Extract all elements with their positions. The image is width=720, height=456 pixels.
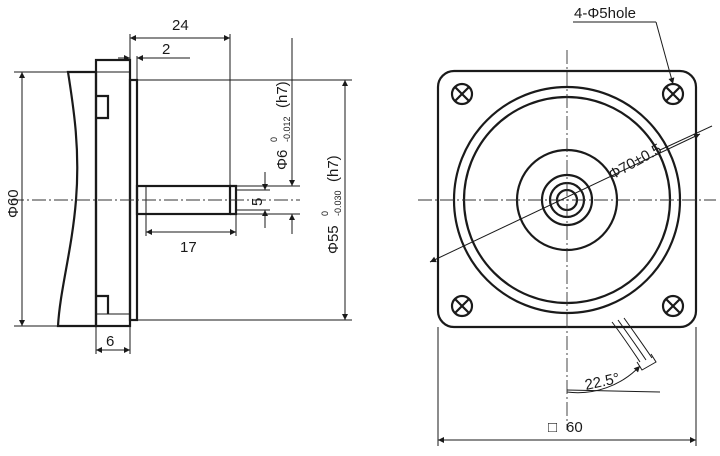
dim-phi60: Φ60: [5, 189, 22, 218]
dim-phi70: Φ70±0.5: [606, 141, 665, 184]
dim-phi6-upper: 0: [269, 137, 279, 142]
motor-body-outline: [56, 70, 98, 328]
hole-callout: 4-Φ5hole: [574, 5, 636, 22]
front-view: Φ70±0.5 4-Φ5hole 22.5° □ 60: [418, 5, 716, 446]
side-view: 24 2 Φ60 6 17 5 Φ6 0 -0.012: [5, 17, 352, 354]
dim-phi55-upper: 0: [320, 211, 330, 216]
dim-angle: 22.5°: [583, 370, 621, 394]
dim-phi6: Φ6: [274, 150, 291, 170]
mounting-hole-tl: [450, 82, 474, 106]
dim-square-value: 60: [566, 419, 583, 436]
dim-phi6-fit: (h7): [274, 81, 291, 108]
flange-plate: [94, 58, 132, 328]
dim-phi55-fit: (h7): [325, 155, 342, 182]
mounting-hole-bl: [450, 294, 474, 318]
dim-2: 2: [162, 41, 170, 58]
dim-24: 24: [172, 17, 189, 34]
dim-phi55-lower: -0.030: [333, 190, 343, 216]
mounting-hole-br: [661, 294, 685, 318]
mounting-hole-tr: [661, 82, 685, 106]
dim-6: 6: [106, 333, 114, 350]
dim-phi6-lower: -0.012: [282, 116, 292, 142]
lead-wires: [611, 317, 657, 371]
dim-square-symbol: □: [548, 419, 557, 436]
dim-17: 17: [180, 239, 197, 256]
dim-5: 5: [249, 198, 266, 206]
dim-phi55: Φ55: [325, 225, 342, 254]
